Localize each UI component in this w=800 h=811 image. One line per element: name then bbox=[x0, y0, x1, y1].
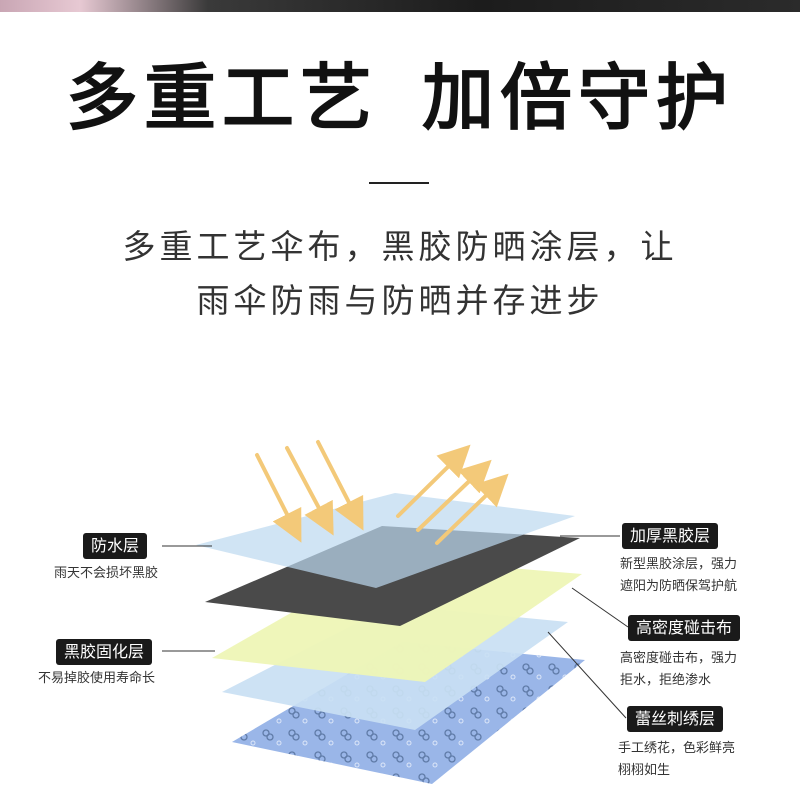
thick-black-desc-line-1: 新型黑胶涂层，强力 bbox=[620, 557, 738, 572]
top-banner-strip bbox=[0, 0, 800, 12]
page-title: 多重工艺加倍守护 bbox=[0, 56, 800, 140]
reflected-sunlight-arrows bbox=[396, 444, 509, 545]
lace-layer-desc: 手工绣花，色彩鲜亮 栩栩如生 bbox=[618, 738, 735, 782]
fixing-layer-desc: 不易掉胶使用寿命长 bbox=[38, 671, 156, 686]
title-part-1: 多重工艺 bbox=[65, 56, 378, 140]
dense-fabric-layer-desc: 高密度碰击布，强力 拒水，拒绝渗水 bbox=[620, 648, 737, 692]
layer-diagram: 防水层 雨天不会损坏黑胶 加厚黑胶层 新型黑胶涂层，强力 遮阳为防晒保驾护航 黑… bbox=[0, 330, 800, 811]
thick-black-desc-line-2: 遮阳为防晒保驾护航 bbox=[620, 579, 738, 594]
lace-layer-tag: 蕾丝刺绣层 bbox=[627, 706, 724, 732]
waterproof-layer bbox=[196, 493, 575, 588]
lace-desc-line-1: 手工绣花，色彩鲜亮 bbox=[618, 741, 736, 756]
dense-fabric-layer-tag: 高密度碰击布 bbox=[628, 615, 741, 641]
dense-fabric-desc-line-1: 高密度碰击布，强力 bbox=[620, 651, 738, 666]
title-divider bbox=[369, 182, 429, 184]
subtitle-line-2: 雨伞防雨与防晒并存进步 bbox=[196, 281, 604, 320]
subtitle: 多重工艺伞布，黑胶防晒涂层，让 雨伞防雨与防晒并存进步 bbox=[0, 220, 800, 328]
waterproof-layer-desc: 雨天不会损坏黑胶 bbox=[54, 566, 159, 581]
layer-stack-illustration bbox=[162, 440, 629, 784]
lace-desc-line-2: 栩栩如生 bbox=[618, 763, 671, 778]
thick-black-layer-tag: 加厚黑胶层 bbox=[622, 523, 719, 549]
fixing-layer-tag: 黑胶固化层 bbox=[56, 639, 153, 665]
subtitle-line-1: 多重工艺伞布，黑胶防晒涂层，让 bbox=[122, 227, 678, 266]
leader-lace bbox=[547, 631, 627, 719]
incoming-sunlight-arrows bbox=[255, 440, 364, 543]
title-part-2: 加倍守护 bbox=[422, 56, 735, 140]
thick-black-layer-desc: 新型黑胶涂层，强力 遮阳为防晒保驾护航 bbox=[620, 554, 737, 598]
leader-dense-fabric bbox=[571, 587, 629, 628]
dense-fabric-desc-line-2: 拒水，拒绝渗水 bbox=[620, 673, 712, 688]
waterproof-layer-tag: 防水层 bbox=[83, 533, 148, 559]
